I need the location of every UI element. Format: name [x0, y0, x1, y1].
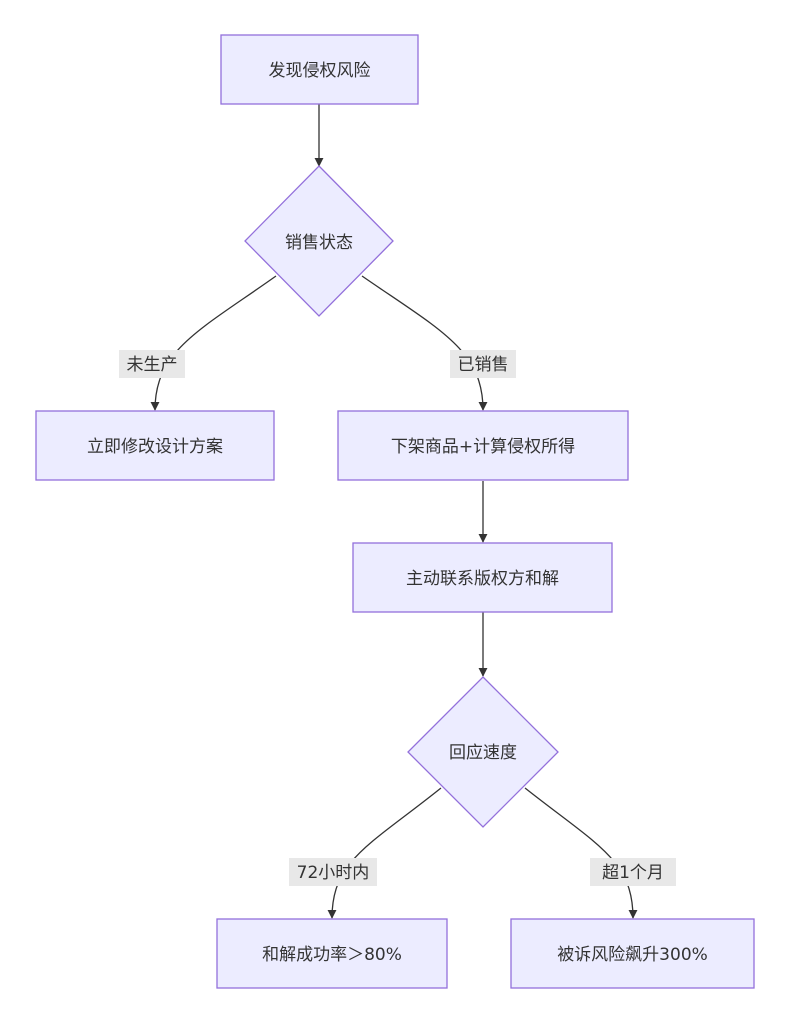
edge-label-over-1-month: 超1个月 — [590, 858, 676, 886]
edge-sales-status-to-modify-design — [150, 275, 277, 411]
svg-text:已销售: 已销售 — [458, 355, 509, 375]
node-delist: 下架商品+计算侵权所得 — [337, 410, 629, 481]
node-lawsuit-risk-label: 被诉风险飙升300% — [557, 945, 708, 965]
node-settle-rate: 和解成功率＞80% — [216, 918, 448, 989]
node-response-speed: 回应速度 — [407, 676, 559, 828]
svg-text:超1个月: 超1个月 — [602, 863, 664, 883]
node-discover-risk-label: 发现侵权风险 — [269, 61, 371, 81]
node-lawsuit-risk: 被诉风险飙升300% — [510, 918, 755, 989]
edge-response-speed-to-settle-rate — [327, 787, 442, 919]
node-settle-rate-label: 和解成功率＞80% — [262, 945, 402, 965]
node-discover-risk: 发现侵权风险 — [220, 34, 419, 105]
node-response-speed-label: 回应速度 — [449, 743, 517, 763]
edge-sales-status-to-delist — [361, 275, 488, 411]
svg-text:未生产: 未生产 — [127, 355, 178, 375]
node-contact-owner-label: 主动联系版权方和解 — [406, 569, 559, 589]
node-modify-design-label: 立即修改设计方案 — [87, 437, 223, 457]
node-contact-owner: 主动联系版权方和解 — [352, 542, 613, 613]
node-delist-label: 下架商品+计算侵权所得 — [391, 437, 575, 457]
edge-label-sold: 已销售 — [450, 350, 516, 378]
edge-label-within-72h: 72小时内 — [289, 858, 377, 886]
svg-text:72小时内: 72小时内 — [297, 863, 370, 883]
edge-response-speed-to-lawsuit-risk — [524, 787, 638, 919]
node-modify-design: 立即修改设计方案 — [35, 410, 275, 481]
edge-label-not-produced: 未生产 — [119, 350, 185, 378]
node-sales-status: 销售状态 — [244, 165, 394, 317]
node-sales-status-label: 销售状态 — [285, 233, 353, 253]
